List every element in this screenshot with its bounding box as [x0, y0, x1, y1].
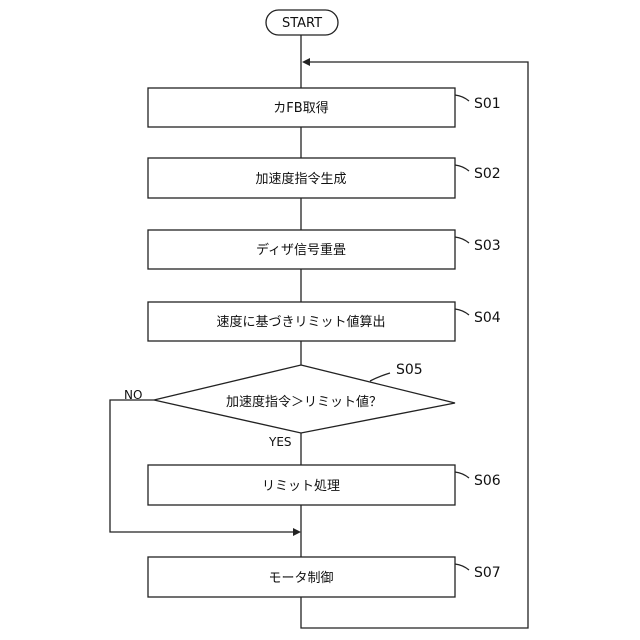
- process-box-s01: カFB取得 S01: [148, 88, 501, 127]
- start-terminal: START: [266, 10, 338, 35]
- decision-no-label: NO: [124, 388, 142, 402]
- process-s03-label: ディザ信号重畳: [256, 242, 346, 258]
- step-id-s06: S06: [474, 473, 501, 489]
- leader-s04: [455, 309, 469, 315]
- step-id-s07: S07: [474, 565, 501, 581]
- process-box-s04: 速度に基づきリミット値算出 S04: [148, 302, 501, 341]
- process-box-s07: モータ制御 S07: [148, 557, 501, 597]
- step-id-s02: S02: [474, 166, 501, 182]
- arrow-loop-back-icon: [302, 58, 310, 66]
- decision-s05-label: 加速度指令＞リミット値？: [226, 394, 382, 410]
- step-id-s03: S03: [474, 238, 501, 254]
- leader-s01: [455, 95, 469, 101]
- decision-s05: 加速度指令＞リミット値？ S05 NO YES: [124, 362, 455, 449]
- step-id-s01: S01: [474, 96, 501, 112]
- process-s02-label: 加速度指令生成: [255, 171, 346, 187]
- leader-s02: [455, 165, 469, 171]
- connector-loop-back: [301, 62, 528, 628]
- step-id-s04: S04: [474, 310, 501, 326]
- process-s07-label: モータ制御: [268, 571, 333, 586]
- process-s01-label: カFB取得: [273, 100, 328, 116]
- step-id-s05: S05: [396, 362, 423, 378]
- process-box-s02: 加速度指令生成 S02: [148, 158, 501, 198]
- start-label: START: [282, 16, 322, 31]
- arrow-no-branch-merge-icon: [293, 528, 301, 536]
- process-box-s03: ディザ信号重畳 S03: [148, 230, 501, 269]
- leader-s07: [455, 564, 469, 570]
- process-box-s06: リミット処理 S06: [148, 465, 501, 505]
- process-s06-label: リミット処理: [262, 479, 340, 494]
- leader-s05: [370, 373, 390, 381]
- process-s04-label: 速度に基づきリミット値算出: [216, 314, 385, 330]
- leader-s03: [455, 237, 469, 243]
- leader-s06: [455, 472, 469, 478]
- decision-yes-label: YES: [268, 435, 292, 449]
